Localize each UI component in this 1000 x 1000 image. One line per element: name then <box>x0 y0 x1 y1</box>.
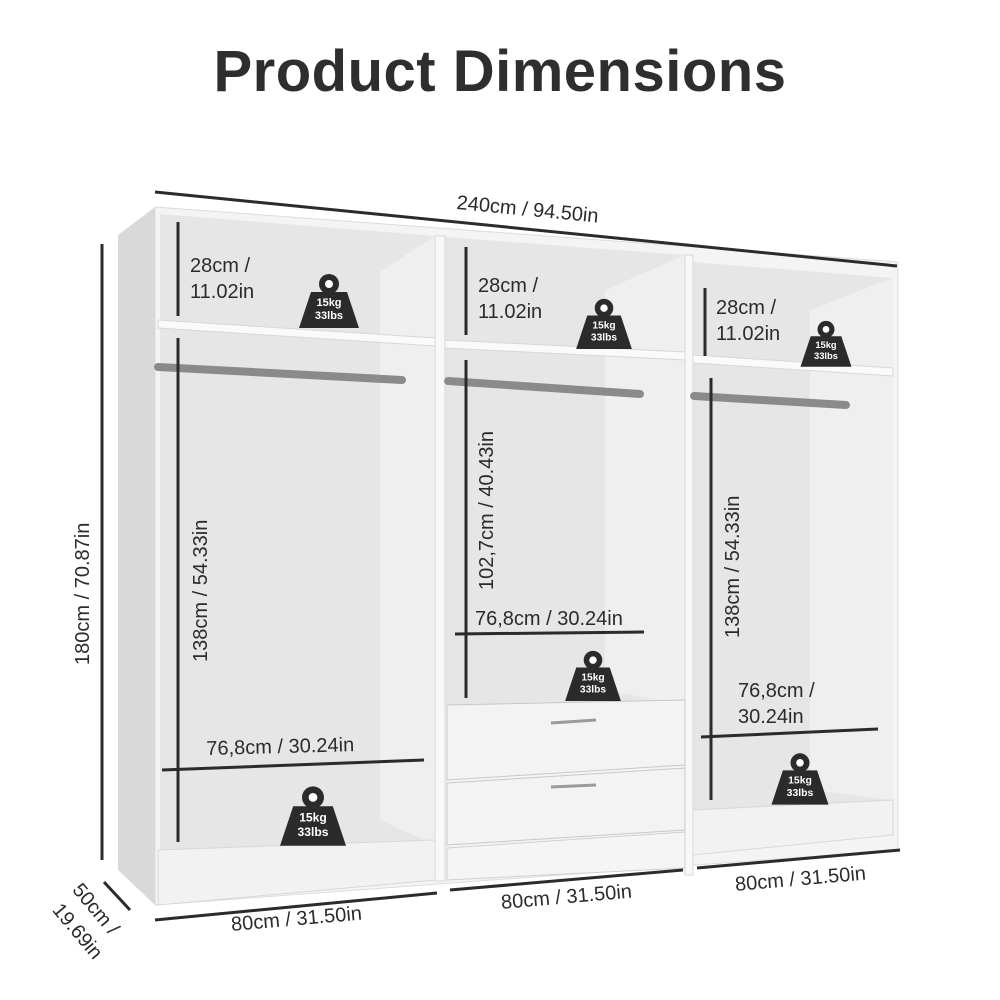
middle-inner-width-label: 76,8cm / 30.24in <box>475 608 623 630</box>
kettlebell-weight-icon <box>280 786 346 846</box>
left-top-shelf-label: 28cm / 11.02in <box>190 255 255 303</box>
weight-capacity-badge: 15kg 33lbs <box>800 318 852 369</box>
drawer-handle <box>550 718 597 725</box>
right-top-shelf-label: 28cm / 11.02in <box>716 297 781 345</box>
hanging-rail <box>444 377 644 398</box>
weight-capacity-badge: 15kg 33lbs <box>280 782 346 848</box>
kettlebell-weight-icon <box>299 274 359 328</box>
drawer-handle <box>550 783 597 789</box>
left-hanging-height-label: 138cm / 54.33in <box>190 519 212 662</box>
hanging-rail <box>154 363 406 384</box>
weight-capacity-badge: 15kg 33lbs <box>576 295 632 351</box>
left-inner-width-label: 76,8cm / 30.24in <box>206 734 355 760</box>
weight-capacity-badge: 15kg 33lbs <box>299 270 359 330</box>
kettlebell-weight-icon <box>800 320 852 367</box>
middle-top-shelf-label: 28cm / 11.02in <box>478 275 543 323</box>
side-panel <box>118 207 155 905</box>
weight-capacity-badge: 15kg 33lbs <box>771 750 829 807</box>
right-hanging-height-label: 138cm / 54.33in <box>722 495 744 638</box>
middle-hanging-height-label: 102,7cm / 40.43in <box>476 431 498 590</box>
right-inner-width-label: 76,8cm / 30.24in <box>738 680 815 728</box>
kettlebell-weight-icon <box>771 753 829 805</box>
kettlebell-weight-icon <box>576 298 632 350</box>
weight-capacity-badge: 15kg 33lbs <box>565 647 621 703</box>
dimension-lines <box>100 190 901 922</box>
total-height-label: 180cm / 70.87in <box>72 522 94 665</box>
page-title: Product Dimensions <box>213 39 787 104</box>
kettlebell-weight-icon <box>565 650 621 702</box>
hanging-rail <box>690 392 850 409</box>
